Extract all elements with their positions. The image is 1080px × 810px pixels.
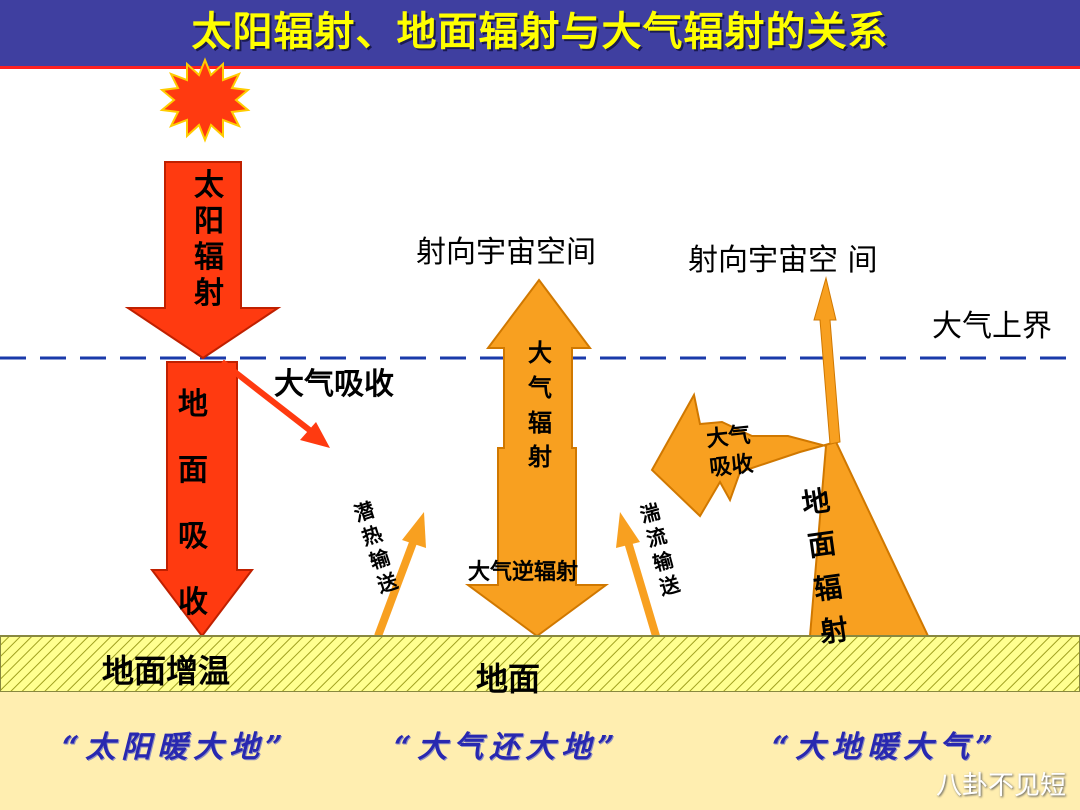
- solar-radiation-arrow: [124, 161, 282, 360]
- atmosphere-absorb-label-1: 大气吸收: [274, 367, 394, 402]
- ground-label: 地面: [476, 660, 541, 698]
- to-space-label-1: 射向宇宙空间: [416, 235, 596, 270]
- solar-radiation-label: 太阳辐射: [194, 168, 224, 311]
- ground-absorb-arrow: [149, 361, 255, 638]
- ground-surface-band: [0, 635, 1080, 693]
- ground-absorb-label: 地面吸收: [178, 387, 208, 620]
- latent-heat-arrow: [374, 538, 418, 638]
- turbulent-arrowhead: [616, 512, 640, 548]
- counter-radiation-label: 大气逆辐射: [468, 560, 579, 585]
- title-bar: 太阳辐射、地面辐射与大气辐射的关系: [0, 0, 1080, 69]
- page-title: 太阳辐射、地面辐射与大气辐射的关系: [191, 8, 889, 55]
- slogan-atmosphere-returns-earth: “大气还大地”: [394, 730, 621, 765]
- turbulent-arrow: [624, 540, 660, 638]
- watermark: 八卦不见短: [935, 771, 1066, 801]
- ground-lower-band: [0, 692, 1080, 810]
- atmosphere-absorb-arrow: [220, 359, 314, 435]
- to-space-label-2: 射向宇宙空 间: [688, 243, 878, 278]
- ground-radiation-to-space-arrow: [813, 276, 841, 445]
- sun-icon: [159, 57, 251, 143]
- atmospheric-radiation-label: 大气辐射: [528, 339, 552, 472]
- ground-radiation-arrow: [650, 392, 930, 637]
- slogan-sun-warms-earth: “太阳暖大地”: [62, 730, 289, 765]
- atmosphere-absorb-arrowhead: [300, 422, 330, 448]
- latent-heat-arrowhead: [402, 512, 426, 548]
- slogan-earth-warms-atmosphere: “大地暖大气”: [772, 730, 999, 765]
- ground-warming-label: 地面增温: [102, 652, 231, 690]
- atmosphere-top-label: 大气上界: [932, 309, 1052, 344]
- atmosphere-absorb-label-2: 大气吸收: [705, 422, 755, 481]
